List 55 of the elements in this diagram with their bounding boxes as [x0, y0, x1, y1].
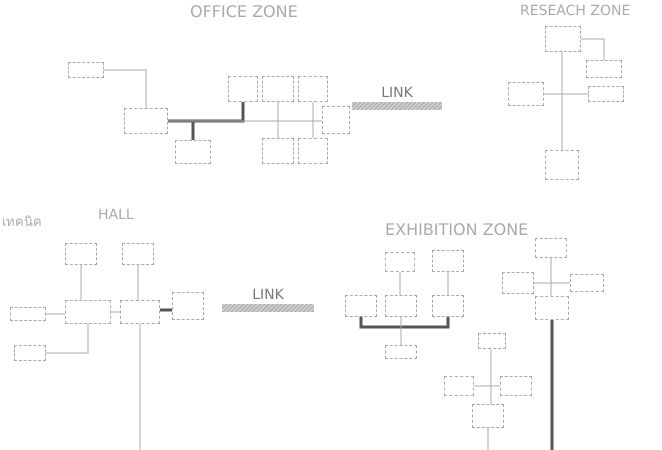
- empty-box: [262, 76, 294, 102]
- empty-box: [385, 295, 417, 317]
- zone-heading: เทคนิค: [2, 216, 42, 229]
- empty-box: [444, 376, 474, 396]
- connector-line: [580, 38, 604, 60]
- connector-line: [104, 70, 146, 108]
- connector-line: [360, 317, 450, 328]
- empty-box: [545, 150, 579, 180]
- empty-box: [120, 300, 160, 324]
- empty-box: [298, 76, 328, 102]
- connector-line: [534, 282, 570, 284]
- empty-box: [545, 26, 581, 52]
- empty-box: [65, 243, 97, 265]
- empty-box: [65, 300, 111, 324]
- connector-line: [160, 308, 172, 312]
- empty-box: [322, 106, 350, 134]
- connector-line: [46, 324, 88, 354]
- empty-box: [502, 272, 534, 294]
- empty-box: [385, 345, 417, 359]
- empty-box: [432, 250, 464, 272]
- empty-box: [500, 376, 532, 396]
- link-label: LINK: [381, 86, 413, 100]
- empty-box: [68, 62, 104, 78]
- empty-box: [298, 138, 328, 164]
- zone-heading: RESEACH ZONE: [520, 4, 630, 18]
- empty-box: [508, 82, 544, 106]
- empty-box: [124, 108, 168, 134]
- connector-line: [312, 102, 314, 138]
- empty-box: [172, 292, 204, 320]
- zone-heading: EXHIBITION ZONE: [385, 222, 528, 238]
- zone-heading: HALL: [98, 208, 134, 222]
- empty-box: [432, 295, 464, 317]
- empty-box: [385, 252, 415, 272]
- empty-box: [345, 295, 377, 317]
- connector-line: [80, 264, 82, 300]
- zone-heading: OFFICE ZONE: [190, 4, 298, 20]
- empty-box: [175, 140, 211, 164]
- empty-box: [10, 307, 46, 321]
- connector-line: [168, 120, 322, 122]
- empty-box: [570, 274, 604, 292]
- empty-box: [122, 243, 154, 265]
- empty-box: [478, 333, 506, 349]
- connector-line: [400, 316, 402, 346]
- empty-box: [535, 296, 569, 320]
- empty-box: [228, 76, 258, 102]
- link-label: LINK: [252, 288, 284, 302]
- empty-box: [262, 138, 294, 164]
- empty-box: [586, 60, 622, 78]
- empty-box: [14, 345, 46, 361]
- connector-line: [550, 258, 552, 296]
- connector-line: [550, 320, 554, 450]
- empty-box: [472, 404, 504, 428]
- connector-line: [490, 348, 492, 404]
- empty-box: [535, 238, 567, 258]
- empty-box: [588, 86, 624, 102]
